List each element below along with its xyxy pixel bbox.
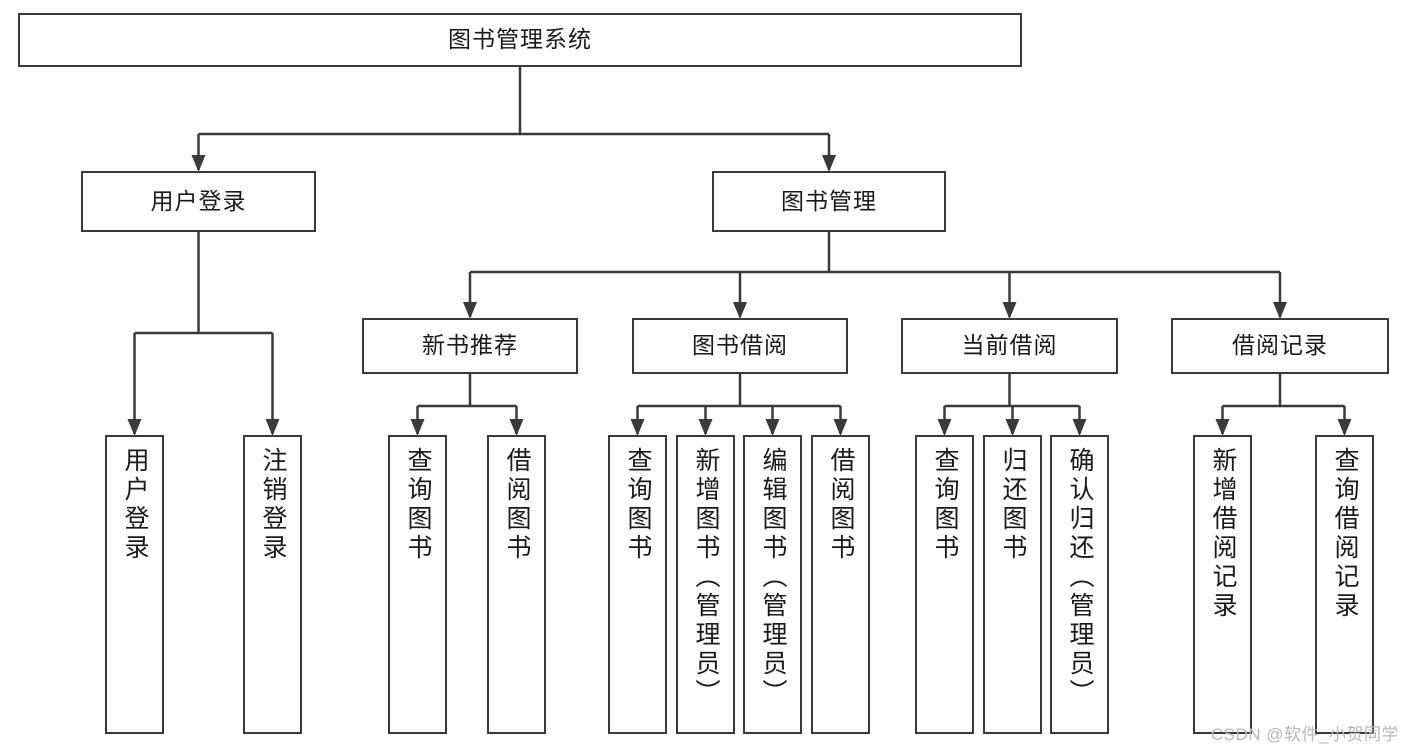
node-label-leaf-cb-query: 查询图书 xyxy=(931,447,959,563)
watermark: CSDN @软件_小贺同学 xyxy=(1210,725,1399,744)
node-leaf-user-logout[interactable]: 注销登录 xyxy=(243,435,302,734)
node-label-root: 图书管理系统 xyxy=(448,26,592,53)
node-root[interactable]: 图书管理系统 xyxy=(18,13,1022,67)
node-book-borrow[interactable]: 图书借阅 xyxy=(632,318,848,374)
node-label-leaf-bb-borrow: 借阅图书 xyxy=(827,447,855,563)
node-leaf-rec-query[interactable]: 查询图书 xyxy=(388,435,447,734)
arrowhead-leaf-bb-borrow xyxy=(833,419,848,436)
node-current-borrow[interactable]: 当前借阅 xyxy=(901,318,1118,374)
node-leaf-br-query[interactable]: 查询借阅记录 xyxy=(1315,435,1374,734)
node-label-leaf-user-logout: 注销登录 xyxy=(259,447,287,563)
node-leaf-br-add[interactable]: 新增借阅记录 xyxy=(1193,435,1252,734)
arrowhead-leaf-user-login xyxy=(127,419,142,436)
arrowhead-leaf-br-add xyxy=(1215,419,1230,436)
node-leaf-user-login[interactable]: 用户登录 xyxy=(105,435,164,734)
arrowhead-leaf-br-query xyxy=(1337,419,1352,436)
arrowhead-leaf-cb-return xyxy=(1005,419,1020,436)
arrowhead-user-login xyxy=(191,155,206,172)
node-label-leaf-bb-edit: 编辑图书（管理员） xyxy=(759,447,787,708)
node-label-leaf-br-add: 新增借阅记录 xyxy=(1209,447,1237,621)
arrowhead-leaf-rec-borrow xyxy=(509,419,524,436)
arrowhead-leaf-user-logout xyxy=(265,419,280,436)
arrowhead-book-borrow xyxy=(733,302,747,319)
node-leaf-bb-borrow[interactable]: 借阅图书 xyxy=(811,435,870,734)
node-user-login[interactable]: 用户登录 xyxy=(81,171,316,232)
node-label-leaf-br-query: 查询借阅记录 xyxy=(1331,447,1359,621)
node-leaf-cb-query[interactable]: 查询图书 xyxy=(915,435,974,734)
node-label-leaf-user-login: 用户登录 xyxy=(121,447,149,563)
node-label-leaf-cb-return: 归还图书 xyxy=(999,447,1027,563)
node-leaf-bb-edit[interactable]: 编辑图书（管理员） xyxy=(743,435,802,734)
node-leaf-cb-return[interactable]: 归还图书 xyxy=(983,435,1042,734)
node-label-leaf-rec-query: 查询图书 xyxy=(404,447,432,563)
arrowhead-book-manage xyxy=(822,155,836,172)
node-new-book-rec[interactable]: 新书推荐 xyxy=(362,318,578,374)
node-leaf-bb-add[interactable]: 新增图书（管理员） xyxy=(676,435,735,734)
arrowhead-current-borrow xyxy=(1002,302,1017,319)
arrowhead-leaf-rec-query xyxy=(410,419,425,436)
node-label-book-manage: 图书管理 xyxy=(781,187,877,214)
arrowhead-leaf-cb-query xyxy=(937,419,952,436)
arrowhead-leaf-bb-query xyxy=(630,419,645,436)
node-label-leaf-bb-query: 查询图书 xyxy=(624,447,652,563)
node-label-current-borrow: 当前借阅 xyxy=(961,332,1058,359)
node-label-leaf-cb-confirm: 确认归还（管理员） xyxy=(1066,447,1094,708)
arrowhead-leaf-bb-edit xyxy=(765,419,780,436)
arrowhead-new-book-rec xyxy=(463,302,477,319)
node-book-manage[interactable]: 图书管理 xyxy=(712,171,946,232)
node-leaf-cb-confirm[interactable]: 确认归还（管理员） xyxy=(1050,435,1109,734)
node-label-user-login: 用户登录 xyxy=(150,187,247,214)
node-label-leaf-bb-add: 新增图书（管理员） xyxy=(692,447,720,708)
node-label-new-book-rec: 新书推荐 xyxy=(422,332,518,359)
node-label-borrow-record: 借阅记录 xyxy=(1232,332,1328,359)
node-borrow-record[interactable]: 借阅记录 xyxy=(1171,318,1389,374)
arrowhead-borrow-record xyxy=(1273,302,1287,319)
arrowhead-leaf-bb-add xyxy=(698,419,713,436)
node-leaf-rec-borrow[interactable]: 借阅图书 xyxy=(487,435,546,734)
node-label-book-borrow: 图书借阅 xyxy=(692,332,788,359)
node-leaf-bb-query[interactable]: 查询图书 xyxy=(608,435,667,734)
arrowhead-leaf-cb-confirm xyxy=(1072,419,1087,436)
node-label-leaf-rec-borrow: 借阅图书 xyxy=(503,447,531,563)
